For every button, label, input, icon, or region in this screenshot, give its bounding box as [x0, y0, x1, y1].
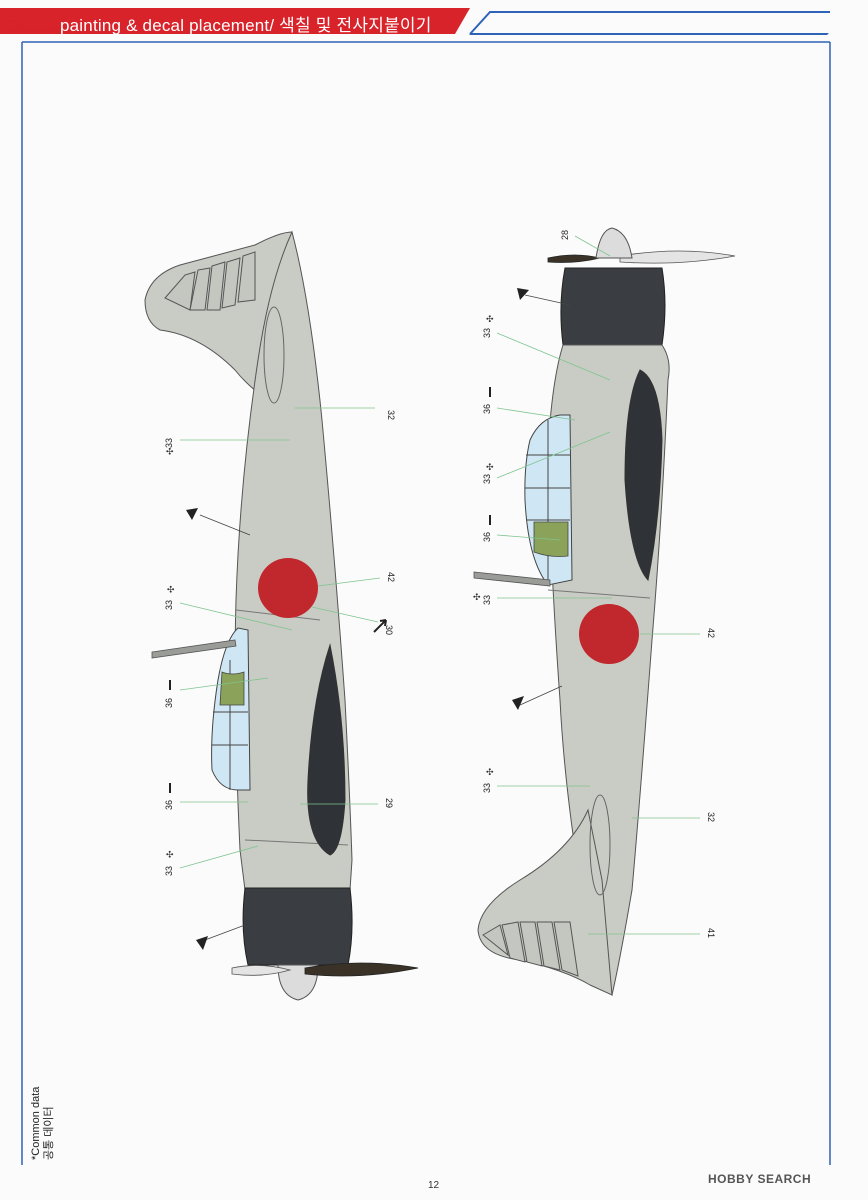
placement-marker-icon [186, 288, 529, 950]
callout-left-33b: 33 [164, 600, 174, 610]
callout-left-30: 30 [384, 625, 394, 635]
svg-text:✣: ✣ [486, 314, 494, 324]
callout-left-32: 32 [386, 410, 396, 420]
callout-left-36a: 36 [164, 698, 174, 708]
svg-text:✣: ✣ [166, 585, 176, 593]
callout-right-32: 32 [706, 812, 716, 822]
svg-text:✣: ✣ [165, 447, 175, 455]
site-logo: 高 [6, 11, 22, 28]
common-data-ko: 공통 데이터 [43, 1106, 55, 1160]
callout-left-42: 42 [386, 572, 396, 582]
svg-text:✣: ✣ [486, 462, 494, 472]
arrow-icon [373, 619, 387, 633]
callout-left-33c: 33 [164, 866, 174, 876]
page-number: 12 [428, 1180, 440, 1191]
decal-cross-icon: ✣ ✣ ✣ ✣ ✣ ✣ ✣ [165, 314, 494, 858]
callout-right-33a: 33 [482, 328, 492, 338]
hinomaru-right [579, 604, 639, 664]
svg-text:✣: ✣ [473, 592, 481, 602]
callout-left-29: 29 [384, 798, 394, 808]
callout-right-42: 42 [706, 628, 716, 638]
callout-right-33b: 33 [482, 474, 492, 484]
header-band [0, 8, 470, 34]
callout-left-36b: 36 [164, 800, 174, 810]
site-logo-url: www.hobbyunion.com [6, 27, 75, 34]
callout-right-36b: 36 [482, 532, 492, 542]
svg-text:✣: ✣ [486, 767, 494, 777]
callout-right-41: 41 [706, 928, 716, 938]
common-data-note: *Common data 공통 데이터 [30, 1087, 56, 1160]
dash-icon [169, 387, 491, 793]
common-data-en: *Common data [30, 1086, 42, 1160]
svg-text:✣: ✣ [165, 850, 175, 858]
watermark: HOBBY SEARCH [708, 1172, 812, 1186]
callout-right-28: 28 [560, 230, 570, 240]
callout-left-33a: 33 [164, 438, 174, 448]
page-title: painting & decal placement/ 색칠 및 전사지붙이기 [60, 16, 432, 35]
callout-right-33d: 33 [482, 783, 492, 793]
hinomaru-left [258, 558, 318, 618]
callout-right-33c: 33 [482, 595, 492, 605]
callout-right-36a: 36 [482, 404, 492, 414]
